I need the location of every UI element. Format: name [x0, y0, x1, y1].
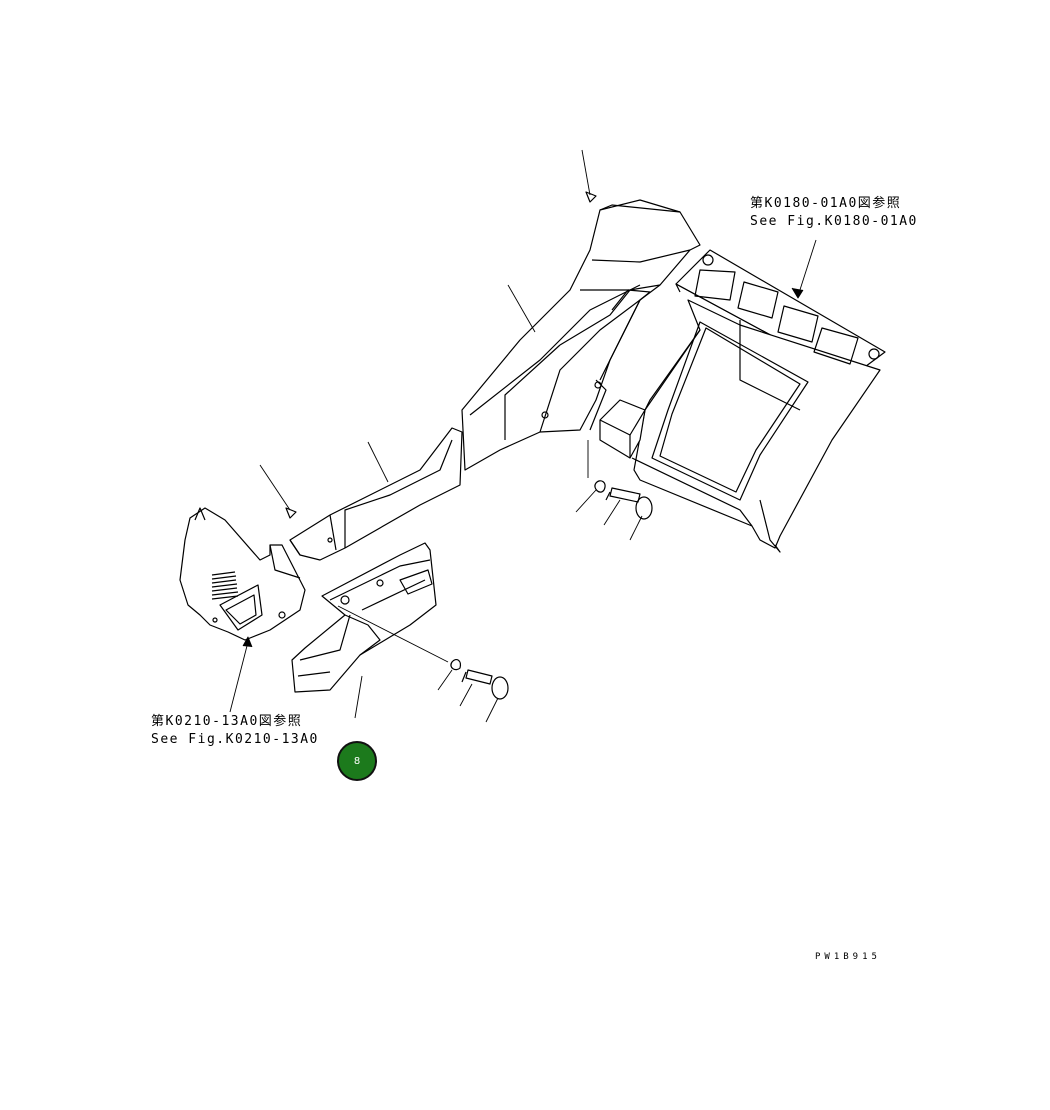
fastener-group-lower	[450, 658, 509, 700]
figure-reference-upper-en: See Fig.K0180-01A0	[750, 214, 918, 229]
figure-reference-upper-jp: 第K0180-01A0図参照	[750, 196, 902, 211]
lower-sill-trim	[289, 427, 463, 561]
pillar-trim	[461, 199, 701, 471]
leader-lines	[229, 149, 817, 723]
rear-trim-panel	[599, 249, 886, 553]
fastener-group-upper	[594, 480, 653, 520]
front-cover	[179, 507, 306, 641]
step-trim	[291, 542, 437, 693]
vent-slots	[694, 269, 859, 365]
figure-reference-lower-en: See Fig.K0210-13A0	[151, 732, 319, 747]
clips	[285, 191, 597, 519]
callout-badge[interactable]: 8	[337, 741, 377, 781]
callout-number: 8	[353, 755, 361, 767]
figure-reference-lower-jp: 第K0210-13A0図参照	[151, 714, 303, 729]
drawing-code: PW1B915	[815, 952, 881, 962]
grille	[211, 571, 239, 600]
